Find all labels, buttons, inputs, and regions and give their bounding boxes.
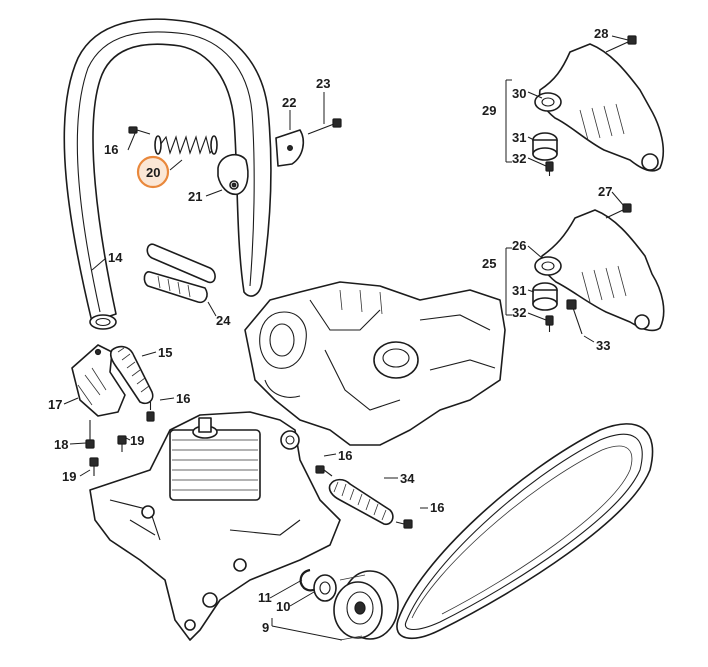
- screw-19-a: [117, 435, 127, 452]
- callout-11: 11: [258, 590, 272, 605]
- screw-32-lower: [545, 315, 554, 332]
- callout-29: 29: [482, 103, 496, 118]
- rubber-buffer-upper: [532, 132, 558, 161]
- callout-14: 14: [108, 250, 123, 265]
- callout-33: 33: [596, 338, 610, 353]
- clamp-block: [217, 153, 249, 196]
- mount-lower: [534, 209, 665, 332]
- screw-18: [85, 420, 95, 449]
- rubber-buffer-lower: [532, 282, 558, 311]
- buffer-spring: [154, 135, 218, 155]
- callout-25: 25: [482, 256, 496, 271]
- av-bracket: [71, 344, 126, 417]
- bearing-washer: [313, 574, 337, 602]
- screw-16-av: [146, 402, 155, 422]
- screw-top-left: [128, 126, 151, 135]
- callout-18: 18: [54, 437, 68, 452]
- v-belt: [396, 423, 654, 639]
- grip-sleeve: [143, 243, 216, 304]
- callout-16-top: 16: [104, 142, 118, 157]
- callout-19-b: 19: [62, 469, 76, 484]
- leader-lines: [63, 35, 629, 641]
- screw-33: [566, 299, 583, 335]
- callout-28: 28: [594, 26, 608, 41]
- screw-19-b: [89, 457, 99, 476]
- callout-23: 23: [316, 76, 330, 91]
- callout-26: 26: [512, 238, 526, 253]
- callout-24: 24: [216, 313, 231, 328]
- handlebar: [63, 18, 272, 330]
- callout-21: 21: [188, 189, 202, 204]
- callout-27: 27: [598, 184, 612, 199]
- callout-16-spring-upper: 16: [338, 448, 352, 463]
- mount-upper: [534, 43, 664, 172]
- screw-27: [605, 203, 632, 219]
- screw-23: [307, 118, 342, 135]
- spring-34: [328, 478, 394, 526]
- callout-31-lower: 31: [512, 283, 526, 298]
- callout-34: 34: [400, 471, 415, 486]
- callout-9: 9: [262, 620, 269, 635]
- av-spring-15: [109, 345, 154, 405]
- callout-15: 15: [158, 345, 172, 360]
- callout-22: 22: [282, 95, 296, 110]
- callout-31-upper: 31: [512, 130, 526, 145]
- engine-assembly: [89, 411, 341, 641]
- callout-17: 17: [48, 397, 62, 412]
- callout-labels: 28 23 22 30 29 31 32 16 20 21 27 26 25 3…: [48, 26, 612, 635]
- callout-19-a: 19: [130, 433, 144, 448]
- screw-16-upper-spring: [315, 465, 333, 477]
- screw-16-lower-spring: [395, 519, 413, 529]
- callout-16-spring-lower: 16: [430, 500, 444, 515]
- bracket-plate: [275, 129, 305, 167]
- callout-30: 30: [512, 86, 526, 101]
- callout-16-av: 16: [176, 391, 190, 406]
- callout-20: 20: [146, 165, 160, 180]
- belt-pulley: [333, 570, 399, 641]
- screw-32-upper: [545, 161, 554, 176]
- frame-housing: [244, 281, 506, 446]
- callout-32-lower: 32: [512, 305, 526, 320]
- callout-32-upper: 32: [512, 151, 526, 166]
- highlight-ring: [136, 155, 170, 189]
- highlighted-callout-20[interactable]: 20: [136, 155, 170, 189]
- callout-10: 10: [276, 599, 290, 614]
